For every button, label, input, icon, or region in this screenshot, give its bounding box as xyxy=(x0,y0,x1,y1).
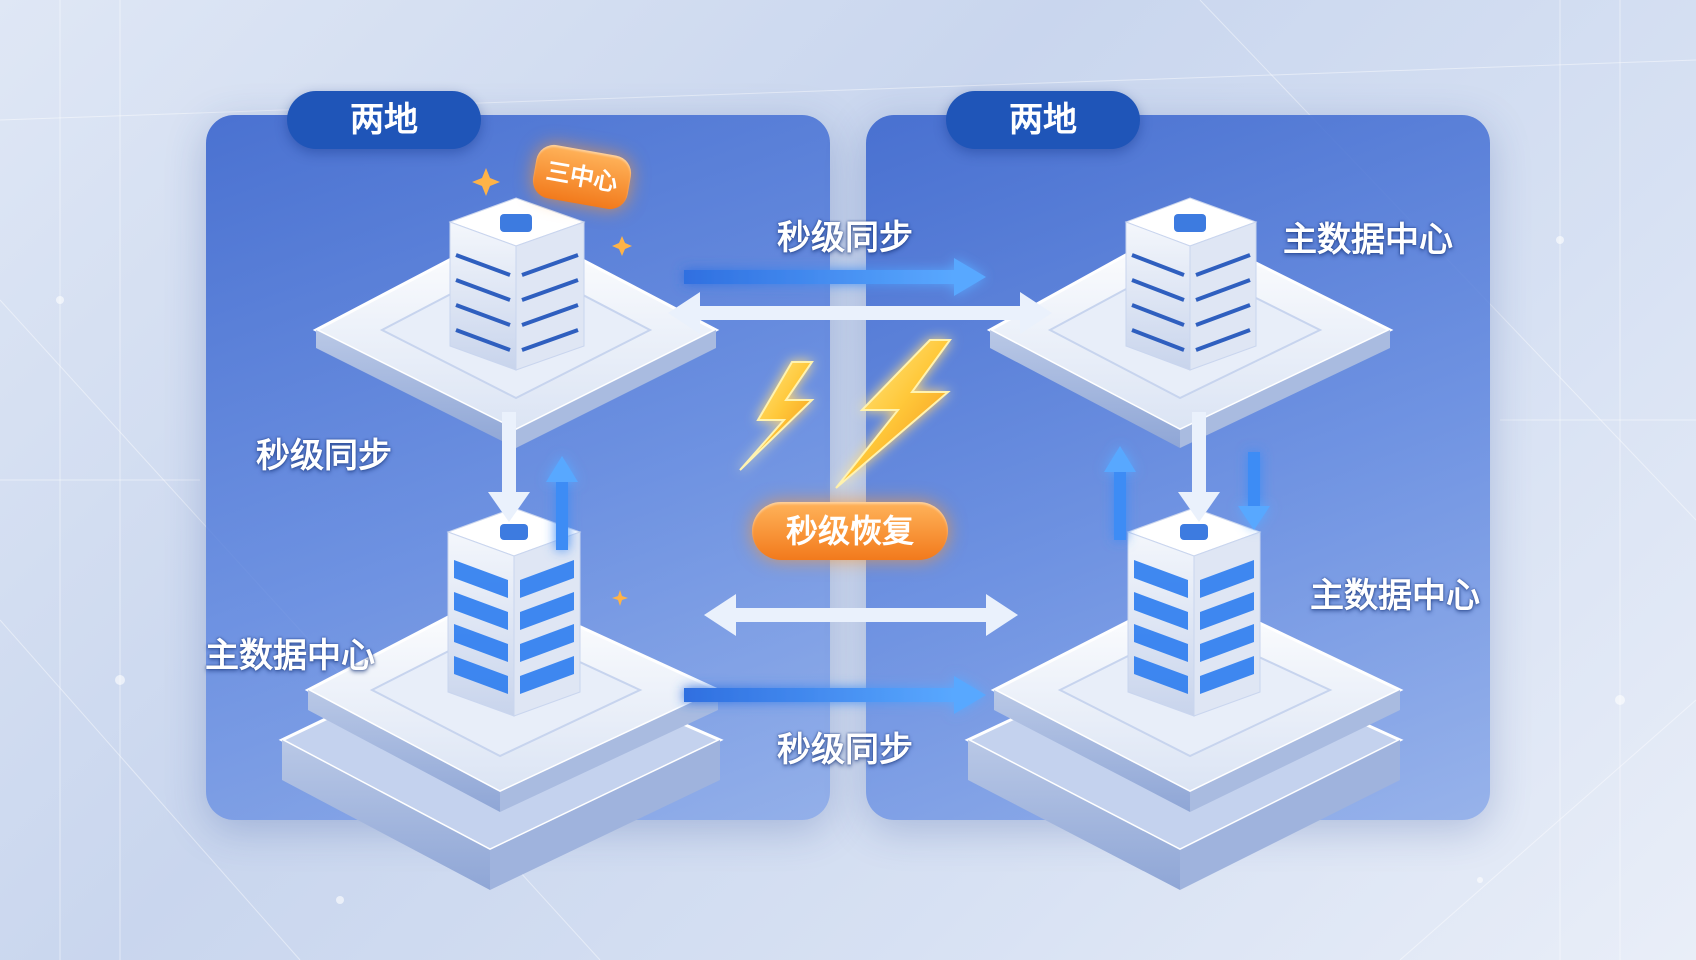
server-rack-icon xyxy=(448,197,586,371)
region-title-left: 两地 xyxy=(287,91,481,149)
arrow-icon xyxy=(668,292,1052,334)
lightning-bolt-icon xyxy=(835,339,952,489)
arrow-icon xyxy=(546,456,578,550)
sparkle-icon xyxy=(472,168,632,606)
region-title-right: 两地 xyxy=(946,91,1140,149)
server-rack-icon xyxy=(446,507,582,717)
server-rack-icon xyxy=(1126,507,1262,717)
arrow-icon xyxy=(684,676,986,714)
recovery-badge: 秒级恢复 xyxy=(752,502,948,560)
server-rack-icon xyxy=(1124,197,1258,371)
sync-label-bottom: 秒级同步 xyxy=(777,730,913,770)
sync-label-top: 秒级同步 xyxy=(777,218,913,258)
arrow-icon xyxy=(684,258,986,296)
data-center-label-left-bottom: 主数据中心 xyxy=(205,636,375,676)
lightning-bolt-icon xyxy=(739,361,815,471)
arrow-icon xyxy=(488,412,530,522)
data-center-label-right-top: 主数据中心 xyxy=(1283,220,1453,260)
arrow-icon xyxy=(704,594,1018,636)
data-center-label-right-bottom: 主数据中心 xyxy=(1310,576,1480,616)
arrow-icon xyxy=(1178,412,1220,522)
arrow-icon xyxy=(1104,446,1270,540)
sync-label-left: 秒级同步 xyxy=(256,436,392,476)
